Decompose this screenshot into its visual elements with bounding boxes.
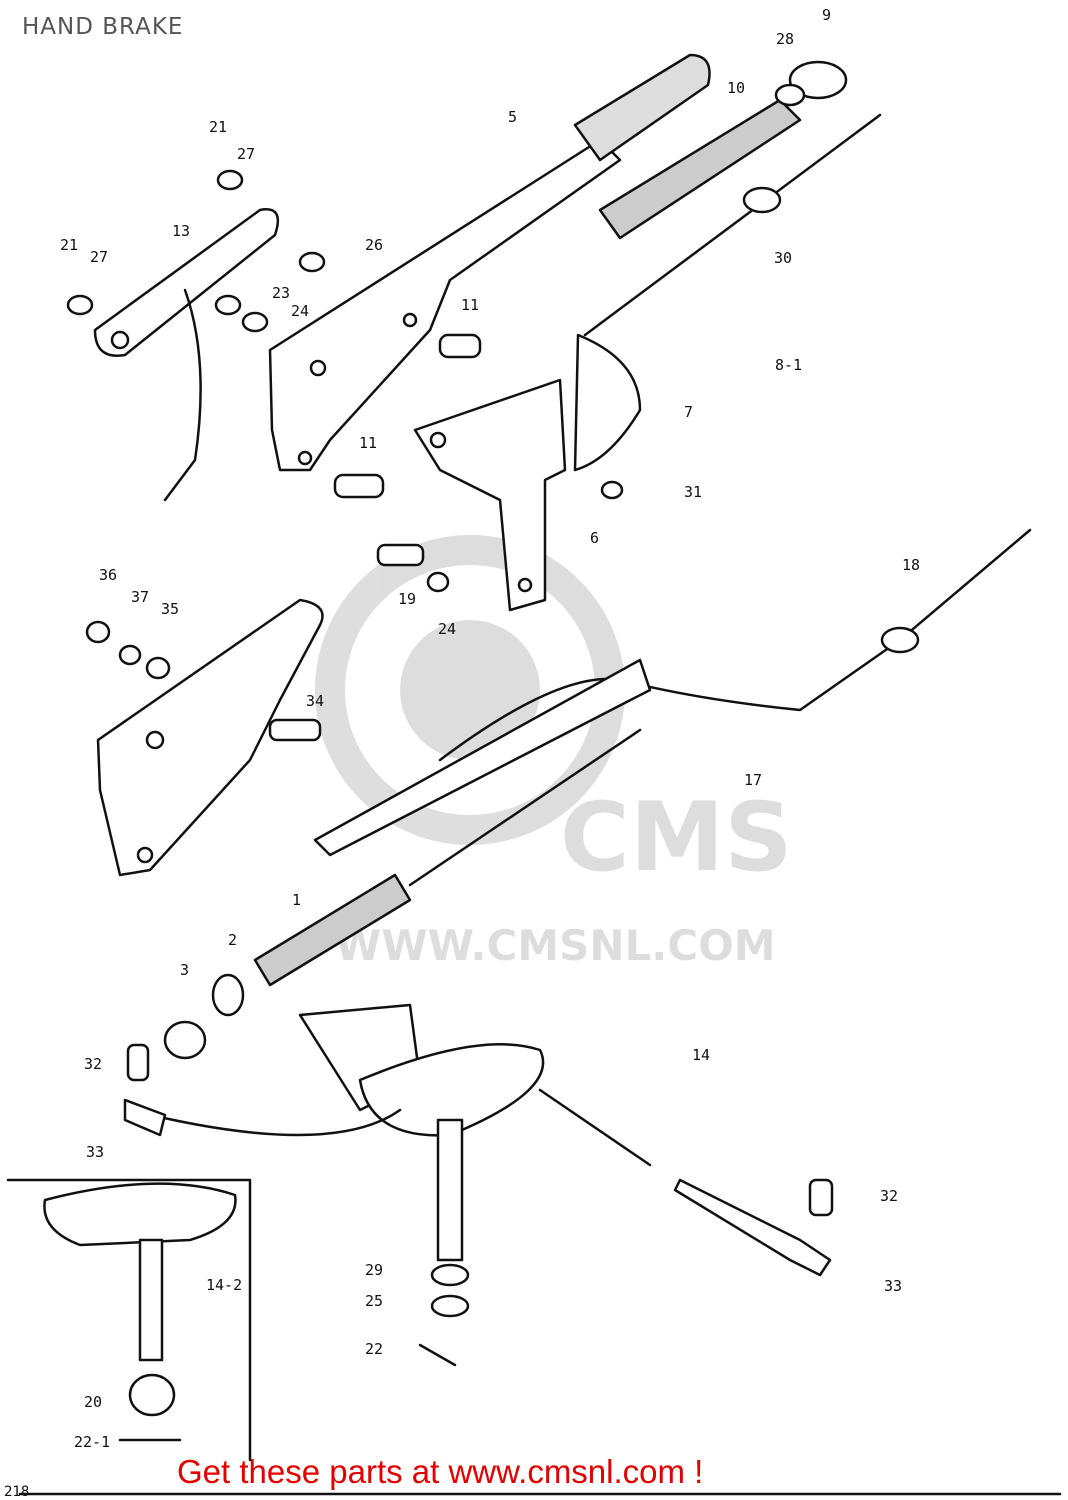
part-label-p7: 7: [684, 403, 693, 421]
part-label-p29: 29: [365, 1261, 383, 1279]
part-label-p33a: 33: [86, 1143, 104, 1161]
watermark: CMS WWW.CMSNL.COM: [315, 535, 793, 970]
part-label-p25: 25: [365, 1292, 383, 1310]
watermark-text: WWW.CMSNL.COM: [335, 921, 776, 970]
page-number: 218: [4, 1484, 30, 1500]
part-label-p2: 2: [228, 931, 237, 949]
washers: [66, 169, 624, 680]
part-label-p31: 31: [684, 483, 702, 501]
part-label-p24a: 24: [291, 302, 309, 320]
part-label-p14: 14: [692, 1046, 710, 1064]
spring-1: [253, 728, 642, 987]
bolt-11: [268, 333, 482, 742]
part-label-p21b: 21: [60, 236, 78, 254]
part-label-p32b: 32: [880, 1187, 898, 1205]
part-label-p8-1: 8-1: [775, 356, 802, 374]
part-label-p20: 20: [84, 1393, 102, 1411]
part-label-p26: 26: [365, 236, 383, 254]
part-label-p32a: 32: [84, 1055, 102, 1073]
footer-parts-link[interactable]: Get these parts at www.cmsnl.com !: [177, 1453, 704, 1490]
part-label-p3: 3: [180, 961, 189, 979]
part-label-p10: 10: [727, 79, 745, 97]
part-label-p14-2: 14-2: [206, 1276, 242, 1294]
part-label-p19: 19: [398, 590, 416, 608]
page-title: HAND BRAKE: [22, 14, 184, 40]
part-label-p11a: 11: [461, 296, 479, 314]
watermark-brand: CMS: [560, 783, 793, 893]
callout-labels: 1235678-19101111131414-21718192021212222…: [60, 6, 920, 1451]
part-label-p28: 28: [776, 30, 794, 48]
part-label-p5: 5: [508, 108, 517, 126]
part-label-p1: 1: [292, 891, 301, 909]
clevis-left: [123, 1043, 167, 1137]
bracket: [96, 598, 324, 877]
inset-box: [6, 1178, 252, 1462]
part-label-p27a: 27: [237, 145, 255, 163]
part-label-p22: 22: [365, 1340, 383, 1358]
part-label-p18: 18: [902, 556, 920, 574]
cable-end: [673, 1178, 834, 1277]
part-label-p35: 35: [161, 600, 179, 618]
link-13: [93, 208, 280, 502]
part-label-p36: 36: [99, 566, 117, 584]
part-label-p22-1: 22-1: [74, 1433, 110, 1451]
part-label-p23: 23: [272, 284, 290, 302]
part-label-p30: 30: [774, 249, 792, 267]
part-label-p11b: 11: [359, 434, 377, 452]
part-label-p27b: 27: [90, 248, 108, 266]
nut-2-3: [163, 973, 245, 1060]
part-label-p37: 37: [131, 588, 149, 606]
spring-10: [598, 98, 802, 240]
part-label-p6: 6: [590, 529, 599, 547]
pedal-plate-14: [128, 1003, 652, 1262]
part-label-p34: 34: [306, 692, 324, 710]
part-label-p24b: 24: [438, 620, 456, 638]
part-label-p33b: 33: [884, 1277, 902, 1295]
release-rod: [573, 113, 882, 472]
hand-brake-lever: [268, 53, 711, 472]
part-label-p17: 17: [744, 771, 762, 789]
cap-9: [774, 60, 848, 107]
washers-bottom: [418, 1263, 470, 1367]
part-label-p9: 9: [822, 6, 831, 24]
ratchet-6: [413, 378, 567, 612]
part-label-p13: 13: [172, 222, 190, 240]
cable-17: [313, 528, 1032, 857]
part-label-p21a: 21: [209, 118, 227, 136]
